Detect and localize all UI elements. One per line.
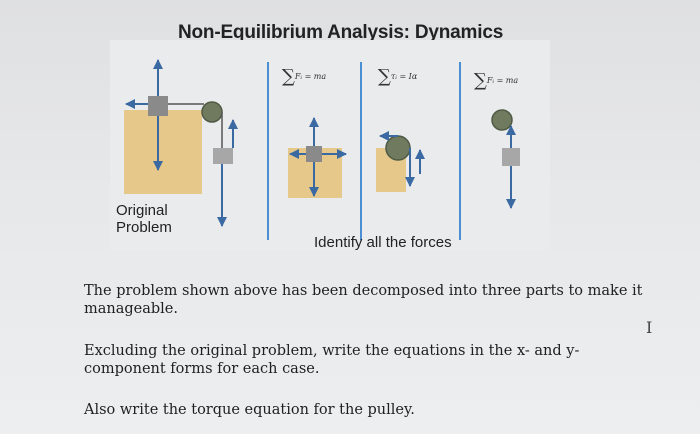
sigma-symbol-1: ∑ [282,66,295,87]
table-block [124,110,202,194]
case-2-diagram [376,131,425,192]
caption-original: Original Problem [116,202,172,236]
text-cursor-icon: I [646,318,653,337]
sigma-symbol-3: ∑ [474,70,487,91]
pulley-original [201,101,223,123]
paragraph-decomposition: The problem shown above has been decompo… [84,283,643,317]
case3-mass [502,148,520,166]
pulley [385,135,411,161]
sliding-block [148,96,168,116]
caption-original-line1: Original [116,202,168,219]
paragraph-torque: Also write the torque equation for the p… [84,402,415,418]
slide-title: Non-Equilibrium Analysis: Dynamics [178,22,504,43]
free-body-diagram [124,59,520,240]
equation-torque: ∑τᵢ = Iα [378,66,418,87]
sigma-symbol-2: ∑ [378,66,391,87]
case3-pulley [491,109,513,131]
case-1-diagram [288,117,347,198]
case1-block [306,146,322,162]
equation-forces-1: ∑Fᵢ = ma [282,66,327,87]
case-3-diagram [491,109,520,209]
hanging-mass [213,148,233,164]
original-problem-diagram [124,59,238,227]
caption-identify-forces: Identify all the forces [314,234,452,251]
equation-forces-2: ∑Fᵢ = ma [474,70,519,91]
caption-original-line2: Problem [116,219,172,236]
paragraph-instructions: Excluding the original problem, write th… [84,343,580,377]
